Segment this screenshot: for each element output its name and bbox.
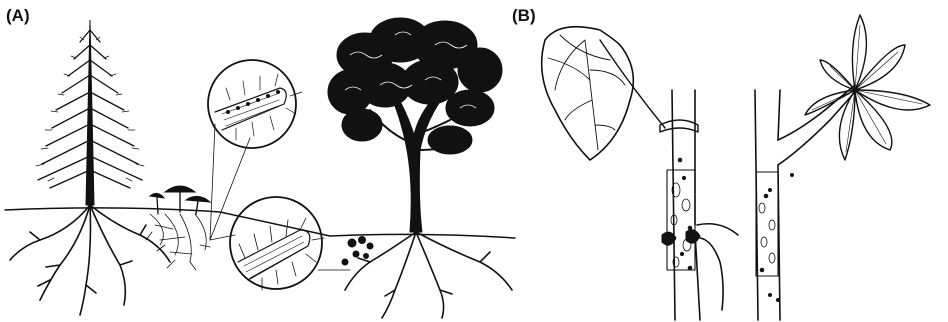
plant-leaf-domatia <box>542 27 738 320</box>
conifer-roots <box>10 205 170 315</box>
conifer-tree <box>36 20 144 205</box>
plant-palmate-leaf <box>755 15 930 320</box>
mushrooms <box>150 186 210 214</box>
inset-root-tip-hairs <box>230 197 324 290</box>
ground-line <box>5 208 515 238</box>
inset-root-tip-fungal <box>208 60 302 148</box>
mycelium-network <box>146 214 210 270</box>
deciduous-tree <box>328 18 502 232</box>
